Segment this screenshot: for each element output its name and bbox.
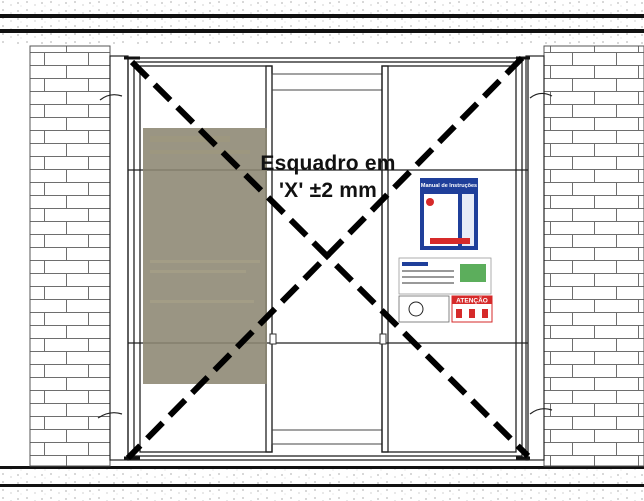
- diagonal-line-2: [125, 55, 525, 461]
- right-brick-wall: [543, 45, 644, 467]
- diagonal-line-1: [129, 59, 531, 459]
- right-sash: [381, 65, 517, 453]
- caption-line-1: Esquadro em: [260, 152, 396, 175]
- caption-line-2: 'X' ±2 mm: [278, 179, 377, 202]
- top-slab: [0, 0, 644, 44]
- certificate-sticker: [398, 257, 492, 295]
- manual-sticker: Manual de Instruções: [420, 178, 478, 250]
- square-tolerance-caption: Esquadro em 'X' ±2 mm: [228, 150, 428, 204]
- diagonal-cross: [125, 55, 531, 461]
- bottom-slab: [0, 466, 644, 501]
- seal-sticker: [398, 295, 450, 323]
- warning-sticker: ATENÇÃO: [451, 295, 493, 323]
- sash-handles: [269, 333, 387, 345]
- opening-jambs: [97, 55, 553, 461]
- warning-sticker-label: ATENÇÃO: [456, 296, 488, 305]
- left-brick-wall: [29, 45, 111, 467]
- manual-sticker-title: Manual de Instruções: [421, 183, 477, 189]
